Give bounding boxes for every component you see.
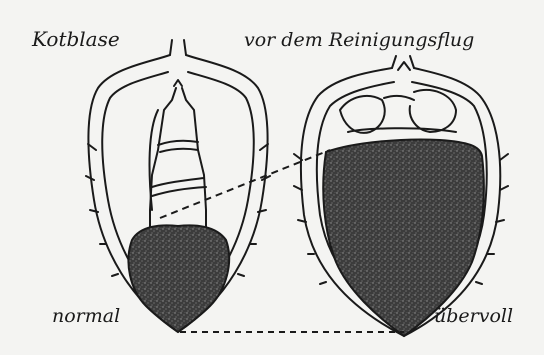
label-uebervoll: übervoll <box>434 305 513 327</box>
comparison-line-top <box>160 150 330 218</box>
label-kotblase: Kotblase <box>31 27 120 51</box>
label-normal: normal <box>52 305 120 327</box>
rectal-bladder-normal-fill <box>128 225 229 332</box>
label-vor-dem-reinigungsflug: vor dem Reinigungsflug <box>244 29 474 51</box>
